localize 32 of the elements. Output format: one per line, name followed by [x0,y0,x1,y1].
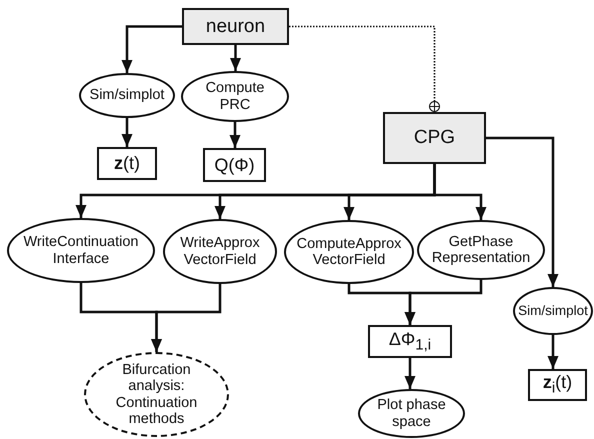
arrow [230,122,240,148]
arrow [486,136,558,287]
output-box [97,147,157,180]
arrow [433,164,486,220]
node-label: z$_{i}$(t) [542,372,572,398]
dotted-connector [289,26,440,112]
arrow [404,358,416,389]
output-box [528,369,587,401]
output-box [368,325,452,358]
process-box [383,112,486,164]
arrow [122,25,182,73]
node-label: ComputeApprox VectorField [296,236,402,268]
node-label: Compute PRC [204,80,266,113]
node-label: Sim/simplot [518,303,588,319]
node-label: Bifurcation analysis: Continuation methods [114,362,198,427]
node-label: Plot phase space [376,397,447,430]
arrow [151,284,222,352]
output-box [203,148,266,182]
node-label: WriteContinuation Interface [22,234,140,267]
arrow [548,335,558,369]
node-label: CPG [414,127,456,149]
node-label: Sim/simplot [90,87,164,104]
node-label: z(t) [114,153,140,174]
arrow [122,118,132,147]
arrow [404,280,482,325]
node-label: WriteApprox VectorField [179,235,261,268]
node-label: ΔΦ$_{1,i}$ [388,328,432,354]
node-label: GetPhase Representation [430,234,532,266]
arrow [230,45,241,71]
node-label: neuron [206,16,266,38]
process-box [182,8,289,45]
node-label: Q(Φ) [214,154,255,176]
